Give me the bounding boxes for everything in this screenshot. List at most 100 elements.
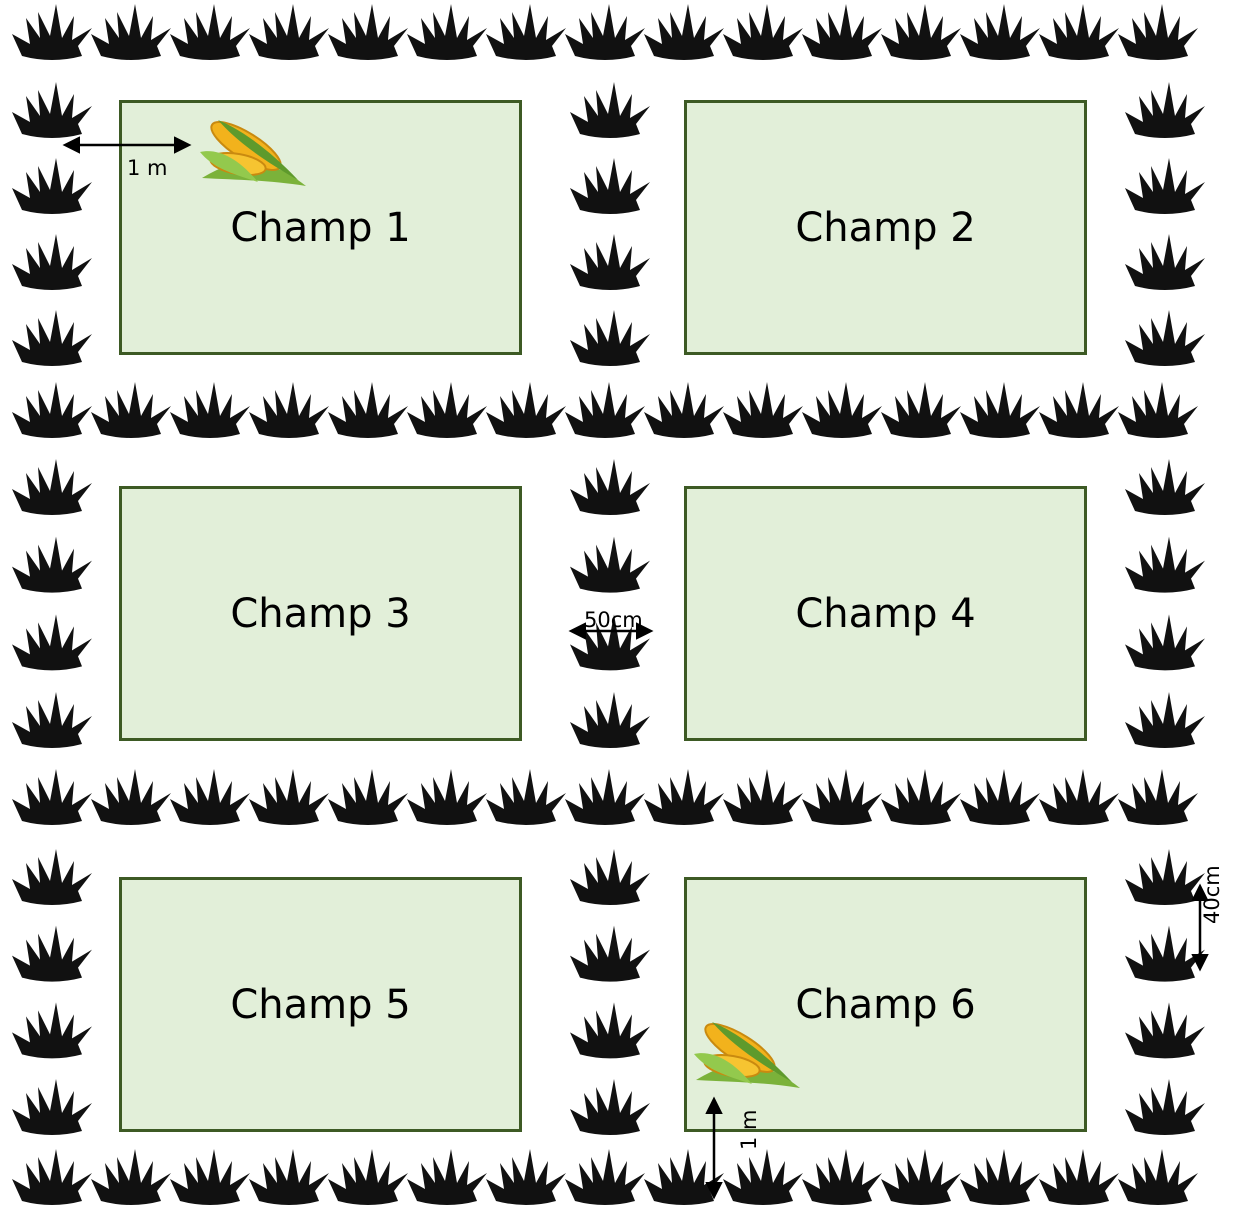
grass-tuft-icon [1125,82,1205,138]
grass-tuft-icon [486,4,566,60]
grass-tuft-icon [644,4,724,60]
grass-tuft-icon [407,1149,487,1205]
grass-tuft-icon [1125,925,1205,982]
grass-tuft-icon [960,4,1040,60]
grass-tuft-icon [570,158,650,214]
grass-tuft-icon [1039,769,1119,825]
grass-tuft-icon [12,82,92,138]
grass-tuft-icon [960,382,1040,438]
grass-tuft-icon [644,382,724,438]
grass-tuft-icon [91,769,171,825]
grass-tuft-icon [1125,310,1205,366]
grass-tuft-icon [1125,1002,1205,1059]
grass-tuft-icon [723,382,803,438]
grass-tuft-icon [644,1149,724,1205]
grass-tuft-icon [565,1149,645,1205]
grass-tuft-icon [723,1149,803,1205]
grass-tuft-icon [570,925,650,982]
grass-tuft-icon [91,382,171,438]
grass-tuft-icon [12,769,92,825]
grass-tuft-icon [570,692,650,748]
grass-tuft-icon [644,769,724,825]
grass-tuft-icon [565,769,645,825]
grass-tuft-icon [570,614,650,671]
grass-tuft-icon [570,1002,650,1059]
grass-tuft-icon [960,769,1040,825]
grass-tuft-icon [1039,1149,1119,1205]
grass-tuft-icon [570,1079,650,1135]
grass-tuft-icon [12,925,92,982]
grass-tuft-icon [1039,382,1119,438]
corn-cob-icon [694,1022,800,1088]
grass-tuft-icon [1118,4,1198,60]
grass-tuft-icon [802,1149,882,1205]
grass-tuft-icon [486,382,566,438]
grass-tuft-icon [170,382,250,438]
grass-tuft-icon [881,382,961,438]
field-label: Champ 2 [795,204,976,251]
dimension-label-between-fields: 50cm [584,608,643,632]
corn-cob-icon [200,120,306,186]
grass-tuft-icon [1125,536,1205,593]
field-label: Champ 5 [230,981,411,1028]
grass-tuft-icon [1125,614,1205,671]
grass-tuft-icon [249,382,329,438]
field-label: Champ 3 [230,590,411,637]
grass-tuft-icon [1125,459,1205,515]
grass-tuft-icon [1118,382,1198,438]
grass-tuft-icon [12,1079,92,1135]
grass-tuft-icon [723,4,803,60]
field-champ-6: Champ 6 [684,877,1087,1132]
grass-tuft-icon [1118,1149,1198,1205]
grass-tuft-icon [802,382,882,438]
grass-tuft-icon [802,769,882,825]
grass-tuft-icon [249,1149,329,1205]
grass-tuft-icon [12,1002,92,1059]
grass-tuft-icon [570,310,650,366]
grass-tuft-icon [570,459,650,515]
grass-tuft-icon [1125,849,1205,905]
grass-tuft-icon [249,4,329,60]
grass-tuft-icon [12,692,92,748]
grass-tuft-icon [12,382,92,438]
grass-tuft-icon [407,4,487,60]
grass-tuft-icon [881,769,961,825]
field-label: Champ 1 [230,204,411,251]
grass-tuft-icon [1125,158,1205,214]
grass-tuft-icon [960,1149,1040,1205]
grass-tuft-icon [12,459,92,515]
grass-tuft-icon [881,1149,961,1205]
grass-tuft-icon [407,382,487,438]
field-label: Champ 6 [795,981,976,1028]
grass-tuft-icon [328,382,408,438]
grass-tuft-icon [12,536,92,593]
grass-tuft-icon [91,1149,171,1205]
grass-tuft-icon [570,234,650,290]
dimension-label-border-gap-bottom: 1 m [737,1109,761,1151]
grass-tuft-icon [570,82,650,138]
field-champ-3: Champ 3 [119,486,522,741]
grass-tuft-icon [170,769,250,825]
grass-tuft-icon [170,1149,250,1205]
grass-tuft-icon [12,4,92,60]
grass-tuft-icon [407,769,487,825]
grass-tuft-icon [723,769,803,825]
grass-tuft-icon [1125,692,1205,748]
grass-tuft-icon [12,614,92,671]
grass-tuft-icon [881,4,961,60]
grass-tuft-icon [12,849,92,905]
field-champ-4: Champ 4 [684,486,1087,741]
grass-tuft-icon [91,4,171,60]
grass-tuft-icon [1125,234,1205,290]
field-champ-2: Champ 2 [684,100,1087,355]
grass-tuft-icon [170,4,250,60]
grass-tuft-icon [249,769,329,825]
grass-tuft-icon [12,234,92,290]
dimension-label-tuft-spacing: 40cm [1200,865,1224,924]
grass-tuft-icon [12,310,92,366]
dimension-label-border-gap-top: 1 m [127,156,168,180]
grass-tuft-icon [570,536,650,593]
grass-tuft-icon [1039,4,1119,60]
grass-tuft-icon [12,1149,92,1205]
